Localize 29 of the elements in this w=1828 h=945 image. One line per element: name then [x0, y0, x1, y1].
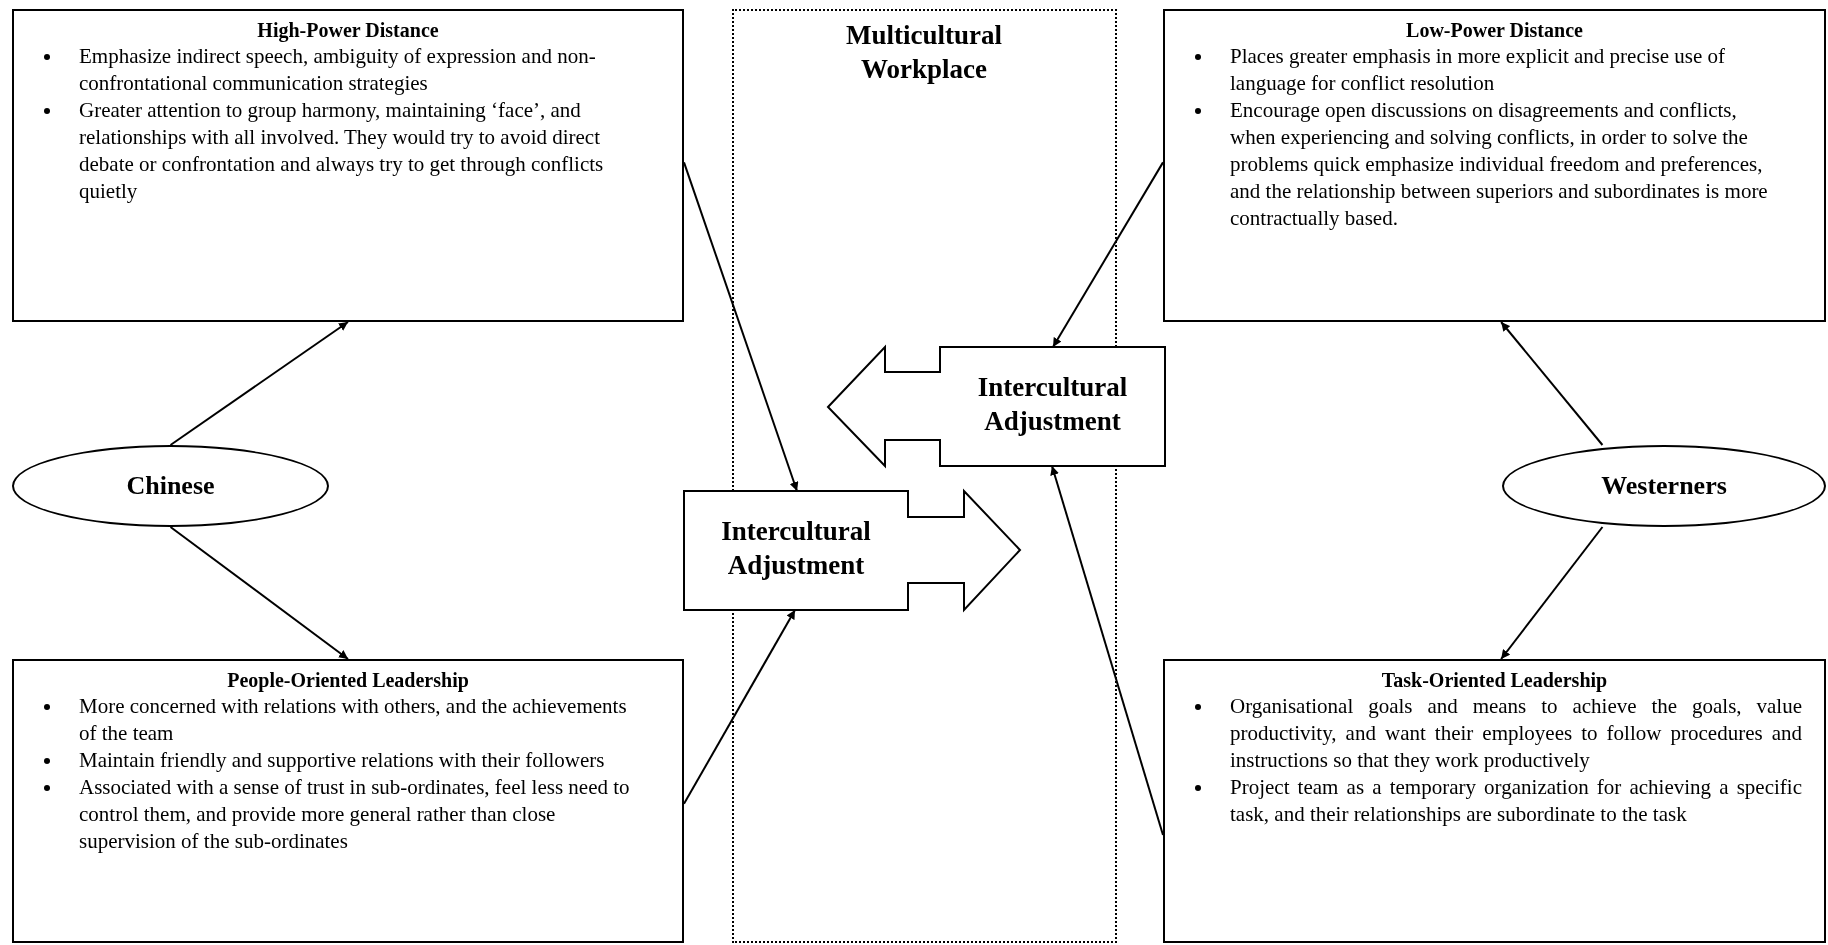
arrow: [1500, 526, 1604, 660]
text-box: [1163, 659, 1826, 943]
bullet-item: Places greater emphasis in more explicit and precise use of language for conflict resolution: [1173, 43, 1786, 97]
arrow-label: Intercultural Adjustment: [720, 515, 872, 582]
bullet-item: Emphasize indirect speech, ambiguity of expression and non-confrontational communication strategies: [22, 43, 644, 97]
arrow-label: Intercultural Adjustment: [976, 371, 1129, 438]
bullet-item: Associated with a sense of trust in sub-ordinates, feel less need to control them, and provide more general rather than close supervision of the sub-ordinates: [22, 774, 644, 855]
ellipse-label: Chinese: [126, 471, 215, 501]
arrow: [1052, 161, 1164, 348]
arrow: [1500, 321, 1604, 446]
box-heading: People-Oriented Leadership: [226, 668, 470, 693]
box-heading: High-Power Distance: [256, 18, 440, 43]
ellipse-label: Westerners: [1601, 471, 1727, 501]
arrow: [683, 609, 796, 805]
bullet-item: Project team as a temporary organization for achieving a specific task, and their relationships are subordinate to the task: [1173, 774, 1802, 828]
box-heading: Task-Oriented Leadership: [1380, 668, 1609, 693]
region-heading: Multicultural Workplace: [845, 19, 1003, 86]
bullet-item: Organisational goals and means to achieve the goals, value productivity, and want their employees to follow procedures and instructions so that they work productively: [1173, 693, 1802, 774]
arrow: [169, 526, 349, 660]
arrow: [169, 321, 349, 446]
bullet-item: Maintain friendly and supportive relations with their followers: [22, 747, 644, 774]
box-heading: Low-Power Distance: [1405, 18, 1584, 43]
bullet-item: More concerned with relations with others, and the achievements of the team: [22, 693, 644, 747]
bullet-item: Greater attention to group harmony, maintaining ‘face’, and relationships with all involved. They would try to avoid direct debate or confrontation and always try to get through conflicts quietly: [22, 97, 644, 205]
bullet-item: Encourage open discussions on disagreements and conflicts, when experiencing and solving conflicts, in order to solve the problems quick emphasize individual freedom and preferences, and the relationship between superiors and subordinates is more contractually based.: [1173, 97, 1786, 232]
text-box: [12, 9, 684, 322]
text-box: [12, 659, 684, 943]
arrow: [1050, 465, 1164, 837]
text-box: [1163, 9, 1826, 322]
